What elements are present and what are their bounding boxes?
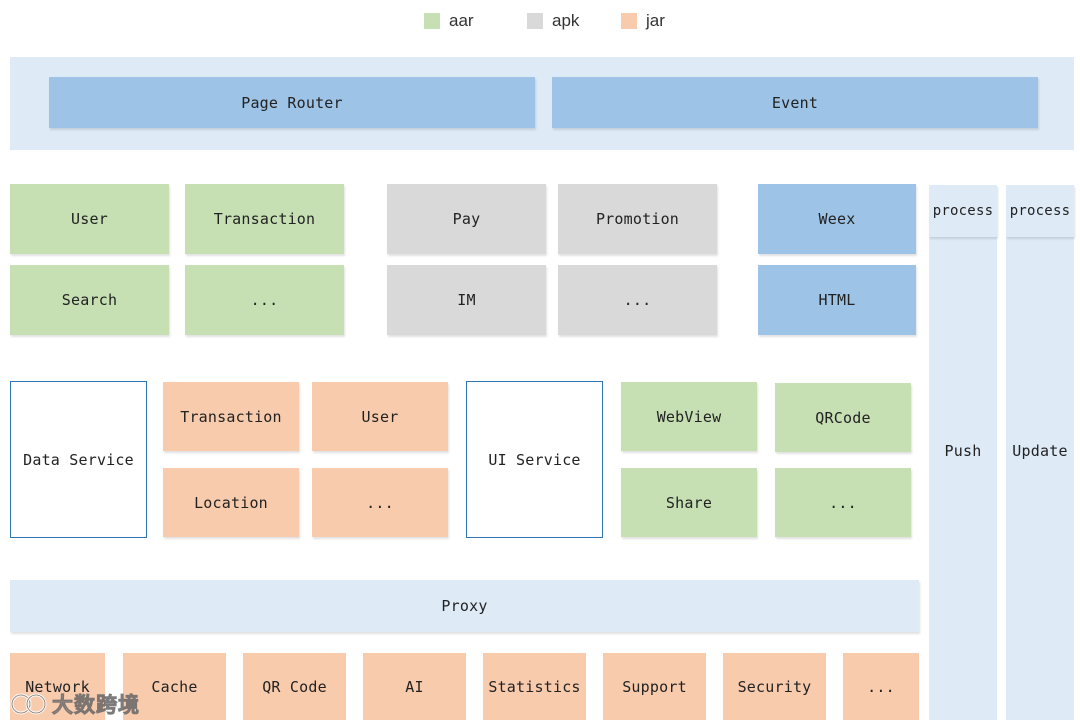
update-column (1006, 185, 1074, 720)
legend-item-apk: apk (527, 10, 579, 32)
module-pay: Pay (387, 184, 546, 254)
push-label: Push (944, 442, 982, 460)
service-user: User (312, 382, 448, 451)
service-jar-more: ... (312, 468, 448, 537)
module-transaction: Transaction (185, 184, 344, 254)
module-apk-more: ... (558, 265, 717, 335)
proxy-bar: Proxy (10, 580, 919, 632)
legend-swatch-jar (621, 13, 637, 29)
service-location: Location (163, 468, 299, 537)
service-qrcode: QRCode (775, 383, 911, 452)
push-column (929, 185, 997, 720)
base-qr-code: QR Code (243, 653, 346, 720)
base-more: ... (843, 653, 919, 720)
base-support: Support (603, 653, 706, 720)
module-weex: Weex (758, 184, 916, 254)
module-im: IM (387, 265, 546, 335)
service-aar-more: ... (775, 468, 911, 537)
legend-label: apk (552, 11, 580, 30)
module-aar-more: ... (185, 265, 344, 335)
legend-swatch-apk (527, 13, 543, 29)
base-ai: AI (363, 653, 466, 720)
watermark-icon (10, 693, 47, 715)
process-label-push: process (929, 185, 997, 237)
service-transaction: Transaction (163, 382, 299, 451)
module-search: Search (10, 265, 169, 335)
process-label-update: process (1006, 185, 1074, 237)
watermark-text: 大数跨境 (52, 693, 140, 718)
legend-label: aar (449, 11, 474, 30)
service-share: Share (621, 468, 757, 537)
legend-item-aar: aar (424, 10, 474, 32)
update-label: Update (1012, 442, 1068, 460)
ui-service-box: UI Service (466, 381, 603, 538)
legend-label: jar (646, 11, 665, 30)
base-network: Network (10, 653, 105, 720)
legend-swatch-aar (424, 13, 440, 29)
watermark-logo: 大数跨境 (8, 688, 140, 720)
data-service-box: Data Service (10, 381, 147, 538)
event-box: Event (552, 77, 1038, 128)
module-promotion: Promotion (558, 184, 717, 254)
base-statistics: Statistics (483, 653, 586, 720)
module-html: HTML (758, 265, 916, 335)
module-user: User (10, 184, 169, 254)
page-router-box: Page Router (49, 77, 535, 128)
base-security: Security (723, 653, 826, 720)
base-cache: Cache (123, 653, 226, 720)
legend-item-jar: jar (621, 10, 665, 32)
service-webview: WebView (621, 382, 757, 451)
